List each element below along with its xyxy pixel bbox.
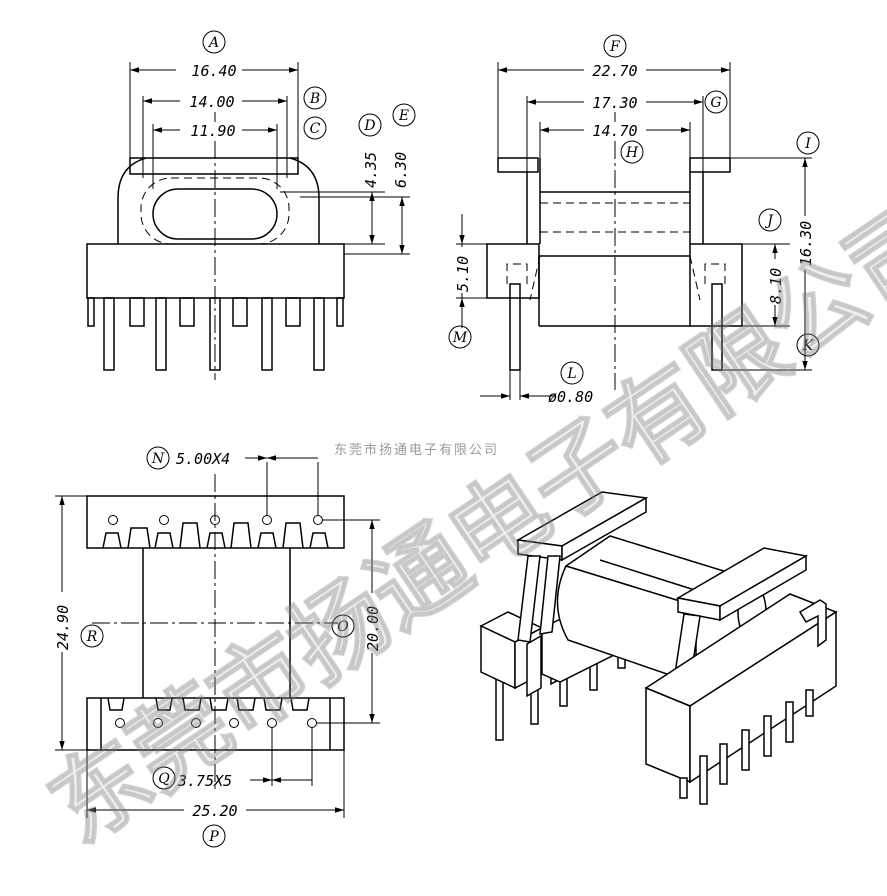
label-r: R xyxy=(80,624,104,648)
front-view: 16.40 14.00 11.90 4.35 6.30 A B C D xyxy=(86,30,416,380)
svg-text:E: E xyxy=(398,108,409,124)
dim-p: 25.20 xyxy=(184,802,246,820)
label-f: F xyxy=(603,34,627,58)
label-j: J xyxy=(758,208,782,232)
label-k: K xyxy=(796,333,820,357)
svg-text:22.70: 22.70 xyxy=(592,62,637,80)
svg-text:M: M xyxy=(452,330,468,346)
svg-text:5.10: 5.10 xyxy=(454,256,472,292)
label-i: I xyxy=(796,131,820,155)
dim-n: 5.00X4 xyxy=(176,450,230,468)
label-a: A xyxy=(202,30,226,54)
label-m: M xyxy=(448,325,472,349)
svg-text:17.30: 17.30 xyxy=(592,94,637,112)
dim-b: 14.00 xyxy=(180,93,242,111)
label-h: H xyxy=(620,140,644,164)
dim-r: 24.90 xyxy=(54,592,72,652)
svg-text:O: O xyxy=(337,619,349,635)
dim-c: 11.90 xyxy=(180,122,242,140)
svg-text:J: J xyxy=(764,213,774,229)
svg-text:F: F xyxy=(609,39,621,55)
dim-h: 14.70 xyxy=(584,122,646,140)
label-o: O xyxy=(331,614,355,638)
svg-text:K: K xyxy=(802,338,815,354)
dim-a: 16.40 xyxy=(176,62,242,80)
svg-text:Q: Q xyxy=(158,771,170,787)
iso-left-flange xyxy=(515,491,649,643)
dim-o: 20.00 xyxy=(364,593,382,653)
front-pins xyxy=(87,297,344,371)
label-q: Q xyxy=(152,766,176,790)
watermark-small-text: 东莞市扬通电子有限公司 xyxy=(334,442,499,458)
label-c: C xyxy=(303,116,327,140)
svg-text:C: C xyxy=(310,121,321,137)
svg-text:25.20: 25.20 xyxy=(192,802,237,820)
dim-d: 4.35 xyxy=(362,152,380,188)
svg-text:16.30: 16.30 xyxy=(797,221,815,266)
isometric-view xyxy=(479,491,838,805)
dim-q: 3.75X5 xyxy=(177,772,232,790)
top-flange-notches xyxy=(102,522,329,549)
svg-text:14.00: 14.00 xyxy=(189,93,234,111)
svg-text:16.40: 16.40 xyxy=(191,62,236,80)
dim-e: 6.30 xyxy=(392,152,410,188)
label-n: N xyxy=(146,446,170,470)
label-p: P xyxy=(202,824,226,848)
svg-text:11.90: 11.90 xyxy=(190,122,235,140)
svg-text:D: D xyxy=(363,118,375,134)
svg-text:14.70: 14.70 xyxy=(592,122,637,140)
svg-text:N: N xyxy=(151,451,165,467)
dim-l: ø0.80 xyxy=(548,388,593,406)
side-view: 22.70 17.30 14.70 16.30 8.10 5.10 ø0.80 … xyxy=(448,34,820,406)
dim-j: 8.10 xyxy=(767,259,785,305)
svg-text:8.10: 8.10 xyxy=(767,268,785,304)
svg-text:H: H xyxy=(625,145,639,161)
svg-text:R: R xyxy=(86,629,98,645)
dim-m: 5.10 xyxy=(454,247,472,293)
svg-text:P: P xyxy=(208,829,219,845)
dim-g: 17.30 xyxy=(584,94,646,112)
svg-text:20.00: 20.00 xyxy=(364,606,382,651)
label-g: G xyxy=(704,90,728,114)
svg-text:24.90: 24.90 xyxy=(54,605,72,650)
dim-f: 22.70 xyxy=(584,62,646,80)
label-d: D xyxy=(358,113,382,137)
label-l: L xyxy=(560,361,584,385)
dim-i: 16.30 xyxy=(797,216,815,270)
svg-text:G: G xyxy=(710,95,721,111)
bottom-view: 5.00X4 20.00 24.90 25.20 3.75X5 N O R Q xyxy=(54,446,382,848)
bottom-flange-notches xyxy=(100,697,331,750)
svg-text:I: I xyxy=(804,136,811,152)
svg-text:L: L xyxy=(566,366,576,382)
svg-text:B: B xyxy=(309,91,320,107)
iso-right-base xyxy=(644,593,838,784)
label-b: B xyxy=(303,86,327,110)
svg-text:A: A xyxy=(207,35,219,51)
iso-front-pins xyxy=(679,689,814,805)
label-e: E xyxy=(392,103,416,127)
